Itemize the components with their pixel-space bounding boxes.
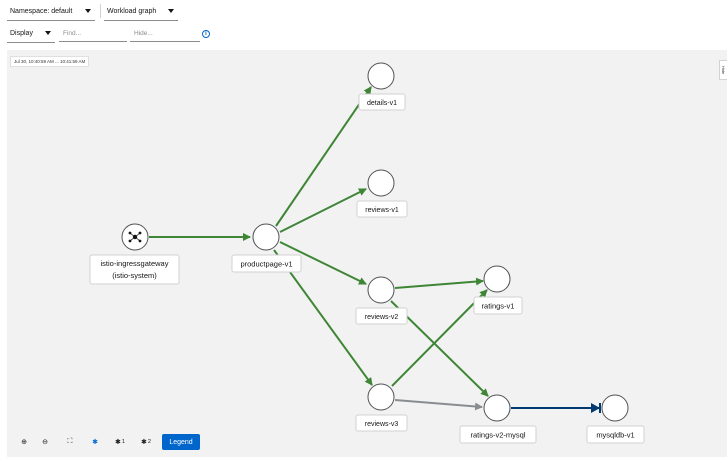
fit-icon: ⛶ [67, 438, 73, 445]
chevron-down-icon [85, 9, 91, 13]
node-reviews-v2[interactable]: reviews-v2 [355, 276, 408, 325]
node-productpage-v1[interactable]: productpage-v1 [231, 223, 302, 273]
zoom-out-button[interactable]: ⊖ [37, 434, 53, 450]
zoom-out-icon: ⊖ [42, 439, 48, 446]
toolbar-divider [100, 4, 101, 18]
node-reviews-v1[interactable]: reviews-v1 [356, 169, 408, 218]
node-label: reviews-v1 [365, 207, 399, 214]
node-mysqldb-v1[interactable]: mysqldb-v1 [586, 394, 645, 444]
graph-type-dropdown-label: Workload graph [107, 8, 157, 15]
layout-icon: ✱ [115, 439, 121, 446]
node-details-v1[interactable]: details-v1 [358, 62, 406, 111]
find-input[interactable] [59, 25, 127, 42]
graph-type-dropdown[interactable]: Workload graph [104, 3, 178, 21]
layout-icon: ✱ [92, 439, 98, 446]
hide-panel-tab[interactable]: Hide [719, 60, 727, 80]
layout-2-button[interactable]: ✱2 [137, 434, 155, 450]
node-label: details-v1 [367, 100, 397, 107]
layout-1-button[interactable]: ✱1 [111, 434, 129, 450]
node-istio-ingressgateway[interactable]: istio-ingressgateway (istio-system) [89, 223, 180, 285]
layout-2-label: 2 [147, 439, 151, 445]
hide-input[interactable] [130, 25, 200, 42]
node-sublabel: (istio-system) [112, 271, 157, 280]
display-dropdown-label: Display [10, 30, 33, 37]
chevron-down-icon [168, 9, 174, 13]
info-icon-glyph: i [205, 31, 207, 37]
namespace-dropdown-label: Namespace: default [10, 8, 73, 15]
zoom-in-icon: ⊕ [21, 439, 27, 446]
node-label: productpage-v1 [240, 260, 292, 269]
node-ratings-v1[interactable]: ratings-v1 [473, 265, 523, 315]
chevron-down-icon [45, 31, 51, 35]
info-icon[interactable]: i [202, 30, 210, 38]
display-dropdown[interactable]: Display [7, 25, 55, 43]
gateway-icon [128, 231, 142, 243]
node-label: reviews-v2 [365, 314, 399, 321]
node-label: reviews-v3 [365, 421, 399, 428]
namespace-dropdown[interactable]: Namespace: default [7, 3, 95, 21]
layout-default-button[interactable]: ✱ [87, 434, 103, 450]
node-label: ratings-v2-mysql [470, 431, 525, 440]
time-range-label: Jul 30, 10:40:59 AM ... 10:41:59 AM [10, 56, 90, 67]
node-reviews-v3[interactable]: reviews-v3 [355, 383, 408, 432]
node-ratings-v2-mysql[interactable]: ratings-v2-mysql [459, 394, 537, 444]
graph-nodes: details-v1 reviews-v1 istio-ingress [89, 62, 645, 444]
legend-button[interactable]: Legend [162, 434, 200, 450]
fit-to-screen-button[interactable]: ⛶ [62, 434, 78, 450]
layout-icon: ✱ [141, 439, 147, 446]
zoom-in-button[interactable]: ⊕ [16, 434, 32, 450]
node-label: istio-ingressgateway [101, 259, 169, 268]
node-label: ratings-v1 [482, 302, 515, 311]
node-label: mysqldb-v1 [596, 431, 634, 440]
layout-1-label: 1 [121, 439, 125, 445]
